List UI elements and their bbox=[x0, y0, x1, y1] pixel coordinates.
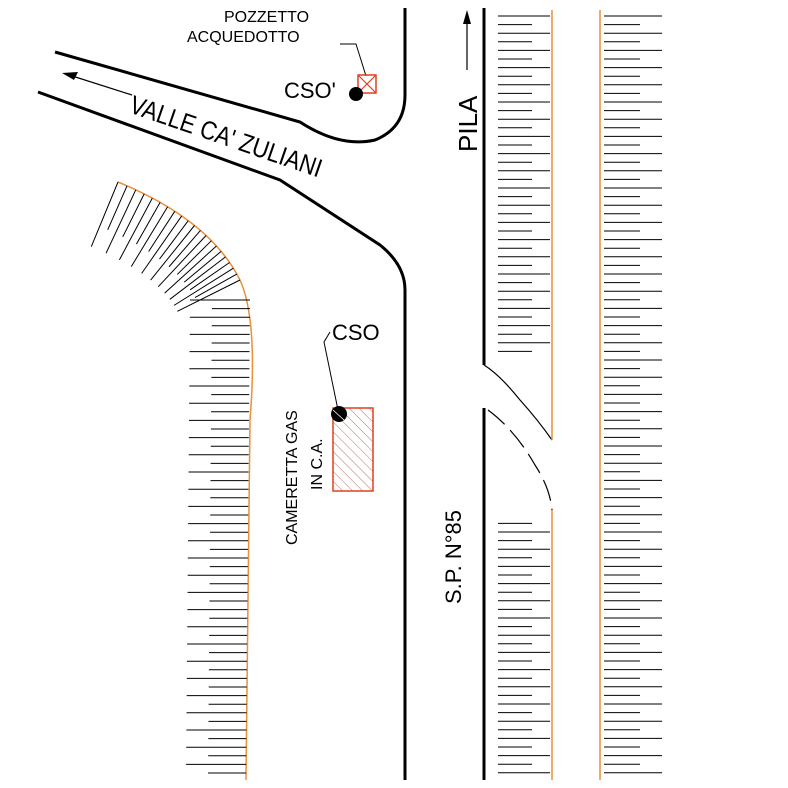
hatch-tick bbox=[183, 250, 222, 283]
cso-mid-label: CSO bbox=[332, 320, 380, 345]
cso-top-label: CSO' bbox=[284, 78, 336, 103]
hatch-tick bbox=[90, 181, 119, 247]
embankment-hatching-east bbox=[498, 15, 662, 774]
hatch-tick bbox=[135, 202, 161, 245]
hatch-tick bbox=[194, 273, 238, 299]
hatch-tick bbox=[177, 279, 241, 312]
sp85-label: S.P. N°85 bbox=[441, 510, 466, 604]
pozzetto-label-line2: ACQUEDOTTO bbox=[187, 29, 300, 46]
hatch-tick bbox=[105, 189, 137, 254]
hatch-tick bbox=[189, 262, 230, 291]
embankment-hatching-west bbox=[90, 181, 250, 774]
hatch-tick bbox=[168, 230, 201, 268]
hatch-tick bbox=[159, 220, 189, 260]
pozzetto-label-line1: POZZETTO bbox=[224, 9, 309, 26]
cameretta-label-line1: CAMERETTA GAS bbox=[284, 410, 301, 545]
pila-label: PILA bbox=[453, 95, 483, 152]
hatch-tick bbox=[118, 197, 153, 261]
cameretta-label-line2: IN C.A. bbox=[309, 438, 326, 490]
hatch-tick bbox=[164, 245, 217, 294]
cso-top-marker-icon bbox=[349, 87, 363, 101]
hatch-tick bbox=[107, 185, 128, 230]
hatch-tick bbox=[169, 256, 226, 300]
hatch-tick bbox=[148, 211, 176, 252]
cso-mid-marker-hatch bbox=[332, 409, 345, 421]
hatch-tick bbox=[130, 206, 169, 267]
cso-mid-marker-icon bbox=[331, 406, 347, 422]
hatch-tick bbox=[176, 240, 212, 275]
pila-direction-arrow bbox=[463, 10, 471, 70]
hatch-tick bbox=[141, 215, 183, 274]
pozzetto-leader-line bbox=[340, 43, 367, 77]
hatch-tick bbox=[157, 235, 207, 288]
hatch-tick bbox=[122, 193, 145, 238]
junction-curve-solid bbox=[483, 364, 553, 441]
hatch-tick bbox=[150, 225, 195, 281]
hatch-tick bbox=[173, 267, 234, 306]
valle-direction-arrow bbox=[62, 72, 133, 96]
valle-road-south-edge bbox=[37, 90, 407, 780]
valle-road-label: VALLE CA' ZULIANI bbox=[126, 91, 326, 184]
cso-mid-leader-line bbox=[323, 331, 339, 411]
junction-curve-dashed bbox=[487, 409, 553, 511]
valle-road-north-edge bbox=[54, 8, 407, 144]
